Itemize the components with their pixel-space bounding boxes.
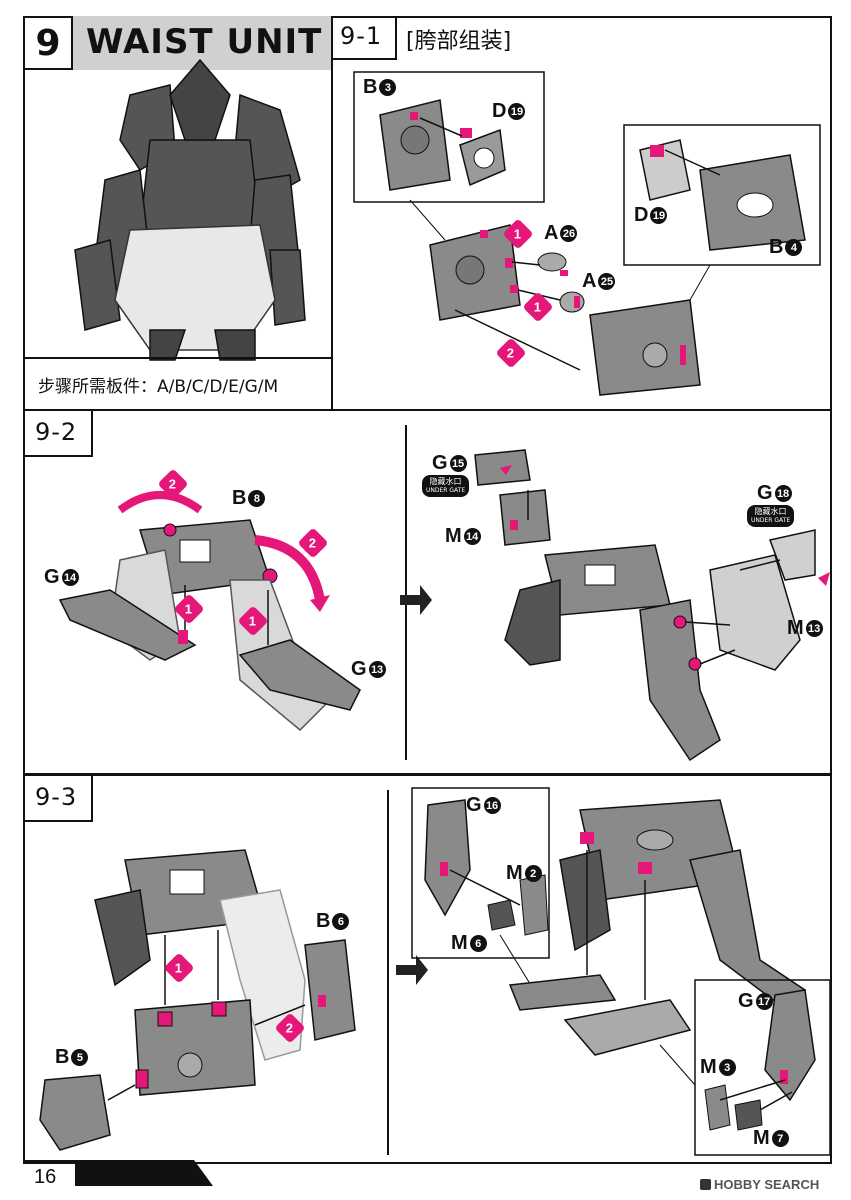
sub-step-label-9-2: 9-2 xyxy=(35,418,78,446)
hobby-search-logo-icon xyxy=(700,1179,711,1190)
sub-step-label-9-1: 9-1 xyxy=(340,22,383,50)
page-number-box xyxy=(23,1164,75,1198)
step-number-box xyxy=(23,16,73,70)
label-box-9-3 xyxy=(23,774,93,822)
label-box-9-2 xyxy=(23,409,93,457)
sub-step-title-9-1: [胯部组装] xyxy=(406,29,512,54)
step-number: 9 xyxy=(35,22,61,64)
step-title: WAIST UNIT xyxy=(86,22,323,62)
divider-9-3 xyxy=(387,790,389,1155)
required-runners-text: 步骤所需板件：A/B/C/D/E/G/M xyxy=(38,377,279,397)
hobby-search-watermark: HOBBY SEARCH xyxy=(700,1177,819,1192)
divider-9-2 xyxy=(405,425,407,760)
label-box-9-1 xyxy=(331,16,397,60)
page-number: 16 xyxy=(34,1166,57,1188)
sub-step-label-9-3: 9-3 xyxy=(35,783,78,811)
